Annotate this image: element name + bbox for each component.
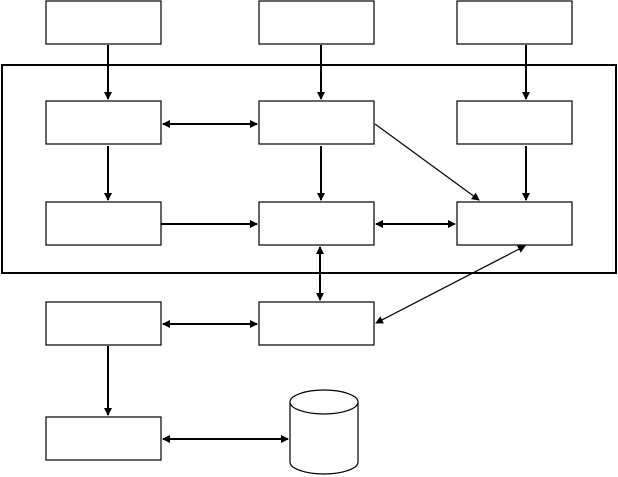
nodes	[45, 0, 573, 475]
node-n12	[45, 416, 162, 461]
node-box	[258, 100, 375, 145]
node-box	[258, 301, 375, 346]
node-n5	[258, 100, 375, 145]
node-box	[45, 100, 162, 145]
node-n11	[258, 301, 375, 346]
node-box	[456, 0, 573, 45]
node-box	[456, 100, 573, 145]
node-n4	[45, 100, 162, 145]
node-box	[45, 201, 162, 246]
database-body	[289, 402, 359, 475]
database-top	[289, 389, 359, 415]
node-box	[258, 0, 375, 45]
node-n7	[45, 201, 162, 246]
edge-n9-to-n11	[375, 245, 526, 324]
node-box	[258, 201, 375, 246]
node-box	[45, 416, 162, 461]
node-n9	[456, 201, 573, 246]
edge-n5-to-n9	[374, 123, 480, 201]
node-box	[45, 301, 162, 346]
node-n1	[45, 0, 162, 45]
database-node	[289, 389, 359, 475]
node-n8	[258, 201, 375, 246]
node-n6	[456, 100, 573, 145]
group-frame	[1, 64, 617, 274]
node-n3	[456, 0, 573, 45]
node-box	[456, 201, 573, 246]
node-n10	[45, 301, 162, 346]
node-box	[45, 0, 162, 45]
edges	[104, 45, 530, 443]
node-n2	[258, 0, 375, 45]
